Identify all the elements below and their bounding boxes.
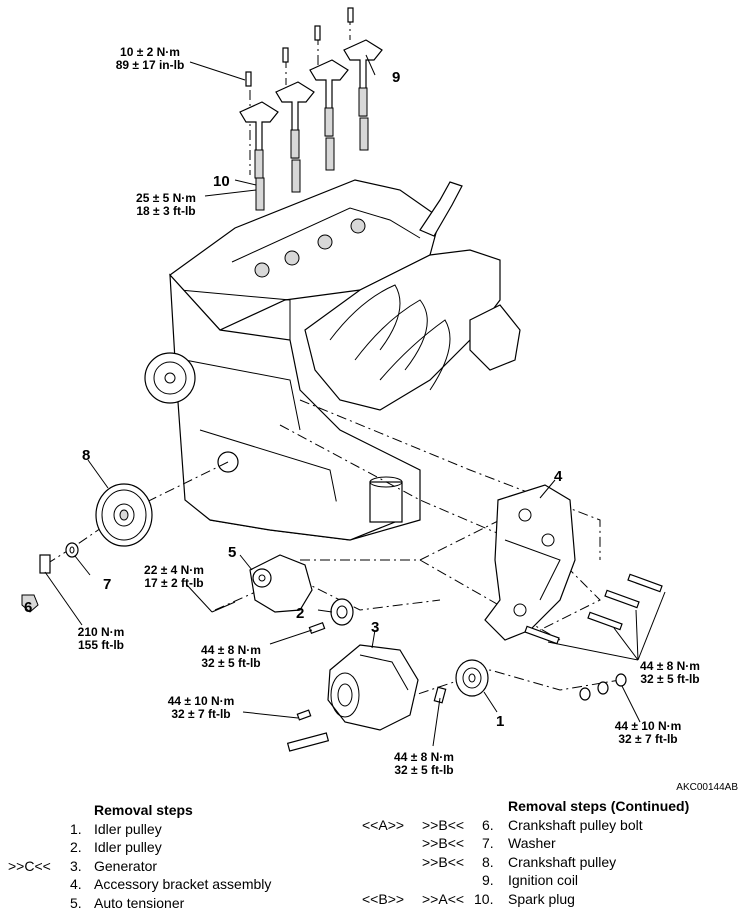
svg-text:32 ± 5 ft-lb: 32 ± 5 ft-lb xyxy=(201,656,260,670)
svg-text:155 ft-lb: 155 ft-lb xyxy=(78,638,124,652)
engine-exploded-diagram: 1 2 3 4 5 6 7 8 9 10 10 ± 2 N·m 89 ± 17 … xyxy=(21,7,738,790)
list-item: >>B<< 8. Crankshaft pulley xyxy=(422,853,617,870)
list-item: 2. Idler pulley xyxy=(70,839,162,855)
list-item: 1. Idler pulley xyxy=(70,820,162,837)
svg-text:17 ± 2 ft-lb: 17 ± 2 ft-lb xyxy=(144,576,203,590)
crankshaft-washer xyxy=(65,542,79,558)
auto-tensioner xyxy=(211,554,313,613)
svg-text:44 ± 10 N·m: 44 ± 10 N·m xyxy=(615,719,682,733)
idler-pulley-1 xyxy=(433,659,489,704)
engine-assembly xyxy=(144,179,521,541)
removal-steps-right: Removal steps (Continued) <<A>> >>B<< 6.… xyxy=(360,797,740,913)
ignition-coils xyxy=(239,7,383,179)
torque-idler-pulley-2: 44 ± 8 N·m 32 ± 5 ft-lb xyxy=(201,643,261,670)
crankshaft-pulley-bolt xyxy=(21,554,51,613)
callout-5: 5 xyxy=(228,544,236,561)
svg-text:32 ± 7 ft-lb: 32 ± 7 ft-lb xyxy=(171,707,230,721)
spark-plug-3 xyxy=(325,137,335,171)
svg-text:25 ± 5 N·m: 25 ± 5 N·m xyxy=(136,191,196,205)
torque-coil-bolt: 10 ± 2 N·m 89 ± 17 in-lb xyxy=(116,45,185,72)
ignition-coil-1 xyxy=(239,101,279,179)
list-item: 5. Auto tensioner xyxy=(70,894,185,911)
svg-text:22 ± 4 N·m: 22 ± 4 N·m xyxy=(144,563,204,577)
removal-steps-title: Removal steps xyxy=(94,802,193,818)
leader-lines xyxy=(44,54,666,747)
spark-plugs xyxy=(255,117,369,211)
torque-spark-plug: 25 ± 5 N·m 18 ± 3 ft-lb xyxy=(136,191,196,218)
callout-10: 10 xyxy=(213,173,230,190)
torque-bracket-lower: 44 ± 10 N·m 32 ± 7 ft-lb xyxy=(615,719,682,746)
list-item: >>C<< 3. Generator xyxy=(8,857,158,874)
callout-2: 2 xyxy=(296,605,304,622)
removal-steps-left: Removal steps 1. Idler pulley 2. Idler p… xyxy=(0,801,330,913)
callout-1: 1 xyxy=(496,713,504,730)
torque-idler-pulley-1: 44 ± 8 N·m 32 ± 5 ft-lb xyxy=(394,750,454,777)
svg-text:89 ± 17 in-lb: 89 ± 17 in-lb xyxy=(116,58,185,72)
crankshaft-pulley xyxy=(95,483,153,547)
list-item: >>B<< 7. Washer xyxy=(422,835,556,851)
torque-crankshaft-bolt: 210 N·m 155 ft-lb xyxy=(78,625,125,652)
torque-generator: 44 ± 10 N·m 32 ± 7 ft-lb xyxy=(168,694,235,721)
spark-plug-1 xyxy=(255,177,265,211)
torque-bracket-bolts: 44 ± 8 N·m 32 ± 5 ft-lb xyxy=(640,659,700,686)
callout-6: 6 xyxy=(24,599,32,616)
callout-4: 4 xyxy=(554,468,563,485)
removal-steps-continued-title: Removal steps (Continued) xyxy=(508,798,690,814)
svg-text:44 ± 8 N·m: 44 ± 8 N·m xyxy=(394,750,454,764)
svg-text:32 ± 5 ft-lb: 32 ± 5 ft-lb xyxy=(640,672,699,686)
ignition-coil-2 xyxy=(275,81,315,159)
accessory-bracket-assembly xyxy=(484,484,663,701)
list-item: 9. Ignition coil xyxy=(482,872,579,888)
sealant-icon xyxy=(21,594,39,613)
spark-plug-2 xyxy=(291,159,301,193)
ignition-coil-3 xyxy=(309,59,349,137)
callout-8: 8 xyxy=(82,447,90,464)
torque-auto-tensioner: 22 ± 4 N·m 17 ± 2 ft-lb xyxy=(144,563,204,590)
callout-3: 3 xyxy=(371,619,379,636)
svg-text:18 ± 3 ft-lb: 18 ± 3 ft-lb xyxy=(136,204,195,218)
svg-text:210 N·m: 210 N·m xyxy=(78,625,125,639)
idler-pulley-2 xyxy=(308,598,354,634)
ignition-coil-4 xyxy=(343,39,383,117)
list-item: 4. Accessory bracket assembly xyxy=(70,876,272,892)
svg-text:10 ± 2 N·m: 10 ± 2 N·m xyxy=(120,45,180,59)
svg-text:32 ± 5 ft-lb: 32 ± 5 ft-lb xyxy=(394,763,453,777)
svg-text:44 ± 8 N·m: 44 ± 8 N·m xyxy=(640,659,700,673)
spark-plug-4 xyxy=(359,117,369,151)
callout-9: 9 xyxy=(392,69,400,86)
figure-code: AKC00144AB xyxy=(676,782,738,790)
list-item: <<B>> >>A<< 10. Spark plug xyxy=(362,890,575,907)
svg-text:32 ± 7 ft-lb: 32 ± 7 ft-lb xyxy=(618,732,677,746)
callout-7: 7 xyxy=(103,576,111,593)
generator xyxy=(286,644,419,752)
svg-text:44 ± 10 N·m: 44 ± 10 N·m xyxy=(168,694,235,708)
list-item: <<A>> >>B<< 6. Crankshaft pulley bolt xyxy=(362,816,643,833)
svg-text:44 ± 8 N·m: 44 ± 8 N·m xyxy=(201,643,261,657)
